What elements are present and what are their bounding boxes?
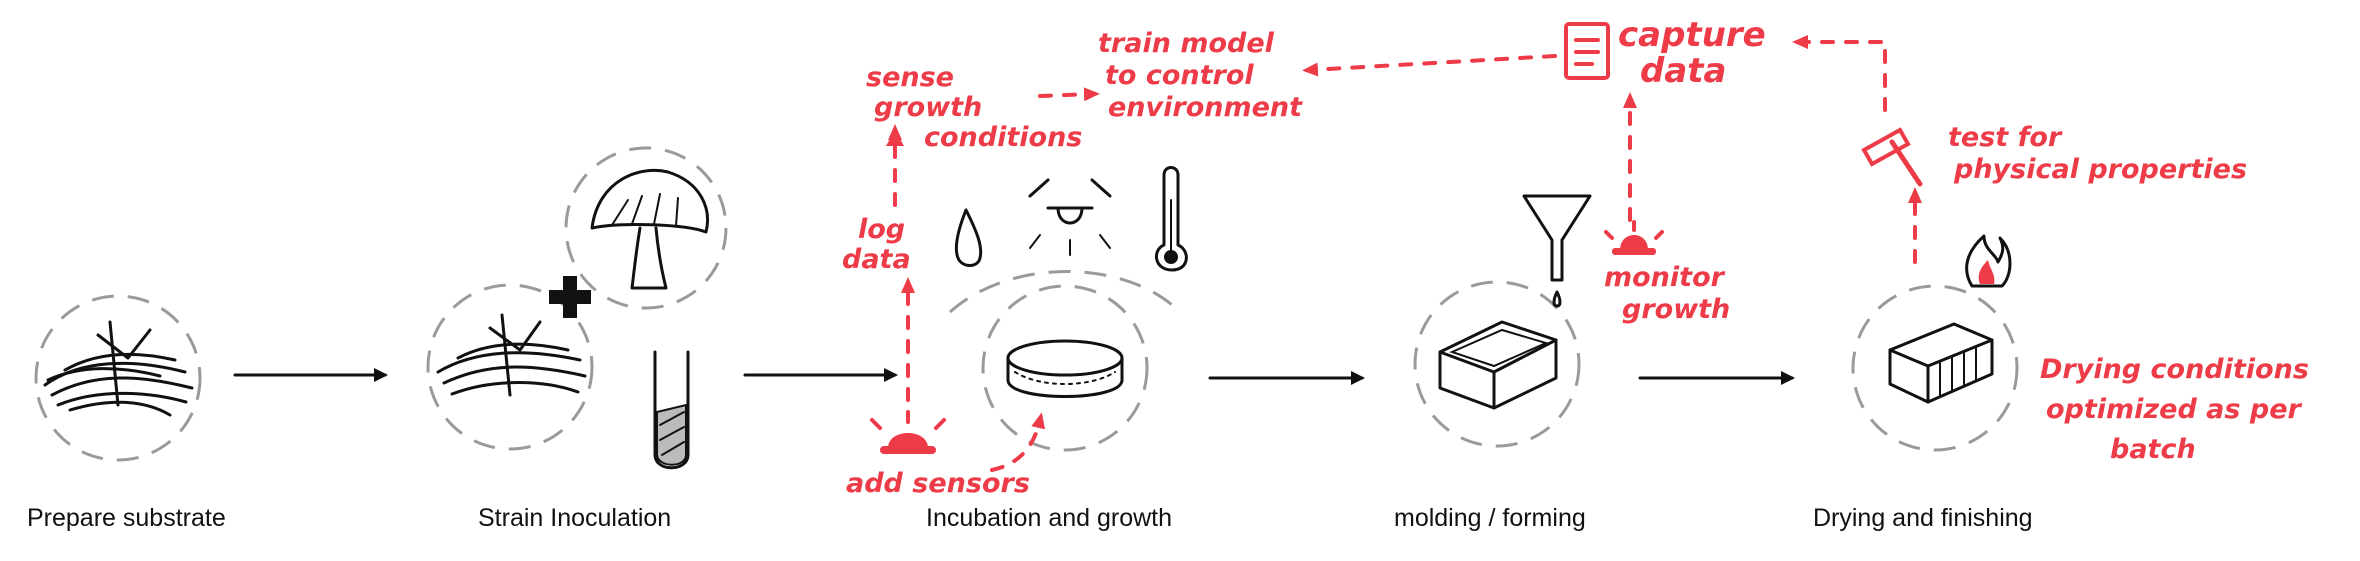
stage-label-prepare-substrate: Prepare substrate [27,504,226,532]
annotation-line: log [858,214,905,245]
annotation-line: data [1640,51,1726,91]
annotation-line: environment [1108,92,1303,123]
lamp-icon [1028,178,1112,256]
halo-ring [1851,284,2019,452]
plus-icon [549,276,591,318]
annotation-capture-data: capture data [1618,15,1778,91]
test-tube-icon [653,350,690,470]
dashed-arrow-test-to-capture [1792,35,1887,112]
feedback-loop [888,35,1922,402]
mushroom-icon [590,168,709,290]
stage-prepare-substrate [34,294,202,462]
stage-strain-inoculation [426,146,728,470]
annotation-line: optimized as per [2046,394,2303,425]
stage-molding-forming [1413,194,1592,448]
halo-ring [981,284,1149,452]
annotation-line: test for [1948,122,2063,153]
annotation-drying-conditions: Drying conditions optimized as per batch [2040,354,2318,465]
annotation-line: growth [874,92,982,123]
hammer-icon [1861,127,1923,187]
funnel-icon [1522,194,1592,308]
sensor-pointer-arrow [990,412,1046,472]
sensor-icon [1604,220,1664,255]
dashed-arrow-sense-to-train [1038,87,1100,102]
annotation-line: physical properties [1953,154,2247,185]
stage-label-incubation-growth: Incubation and growth [926,504,1172,532]
environment-arc [948,270,1182,314]
flame-icon [1965,234,2012,288]
annotation-line: to control [1105,60,1254,91]
mold-tray-icon [1438,320,1558,410]
annotation-line: capture [1618,15,1766,55]
annotation-test-physical: test for physical properties [1948,122,2247,185]
water-drop-icon [954,208,983,267]
document-icon [1564,22,1610,80]
sensor-growth-marker [886,130,904,146]
annotation-monitor-growth: monitor growth [1604,262,1733,325]
annotation-line: Drying conditions [2040,354,2309,385]
annotation-add-sensors: add sensors [846,468,1030,499]
stage-drying-finishing [1851,234,2019,452]
halo-ring [1413,280,1581,448]
annotation-line: sense [866,62,954,93]
sensor-icon [870,410,946,454]
halo-ring [564,146,728,310]
annotation-line: batch [2110,434,2196,465]
annotation-line: data [842,244,911,275]
stage-incubation-growth [870,166,1188,472]
halo-ring [426,283,594,451]
annotation-line: growth [1622,294,1730,325]
stage-label-molding-forming: molding / forming [1394,504,1586,532]
brick-icon [1888,322,1994,404]
annotation-log-data: log data [842,214,915,275]
stage-labels: Prepare substrate Strain Inoculation Inc… [27,504,2033,532]
thermometer-icon [1155,166,1188,272]
annotation-line: conditions [924,122,1082,153]
annotation-sense-growth: sense growth conditions [866,62,1082,153]
straw-bundle-icon [43,320,194,417]
annotation-line: train model [1098,28,1275,59]
stage-label-strain-inoculation: Strain Inoculation [478,504,671,532]
halo-ring [34,294,202,462]
annotation-train-model: train model to control environment [1098,28,1303,123]
petri-dish-icon [1006,339,1124,398]
annotation-line: monitor [1604,262,1726,293]
annotations: train model to control environment captu… [842,15,2318,499]
straw-bundle-icon [436,313,587,397]
stage-label-drying-finishing: Drying and finishing [1813,504,2033,532]
dashed-arrow-capture-to-train [1302,54,1557,77]
